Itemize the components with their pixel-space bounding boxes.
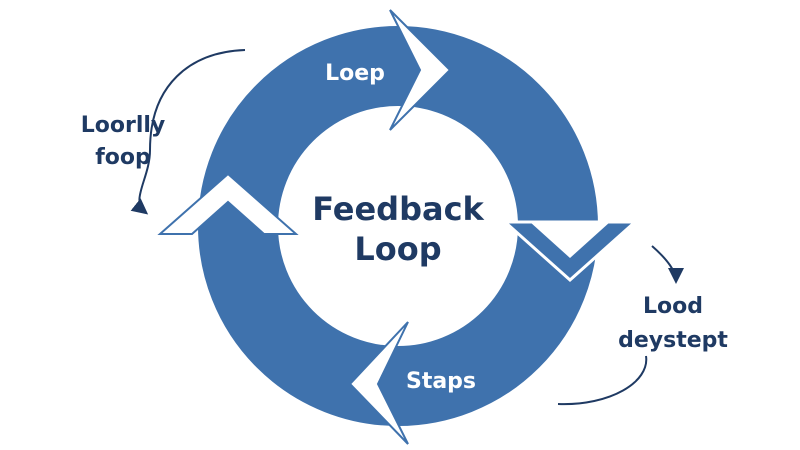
center-title-line1: Feedback [312, 190, 484, 228]
right-side-label-line1: Lood [643, 294, 703, 319]
top-chevron-arrow [389, 9, 452, 131]
center-title-line2: Loop [354, 230, 441, 268]
ring-label-top: Loep [325, 61, 385, 86]
left-curved-arrow [130, 49, 246, 215]
right-side-label-line2: deystept [618, 328, 728, 353]
ring-label-bottom: Staps [406, 369, 476, 394]
left-side-label-line2: foop [95, 145, 151, 170]
bottom-chevron-arrow [348, 321, 409, 445]
left-chevron-arrow [157, 172, 299, 235]
right-curved-arrow [557, 245, 676, 406]
right-chevron-notch [530, 222, 610, 258]
left-side-label-line1: Loorlly [81, 113, 166, 138]
